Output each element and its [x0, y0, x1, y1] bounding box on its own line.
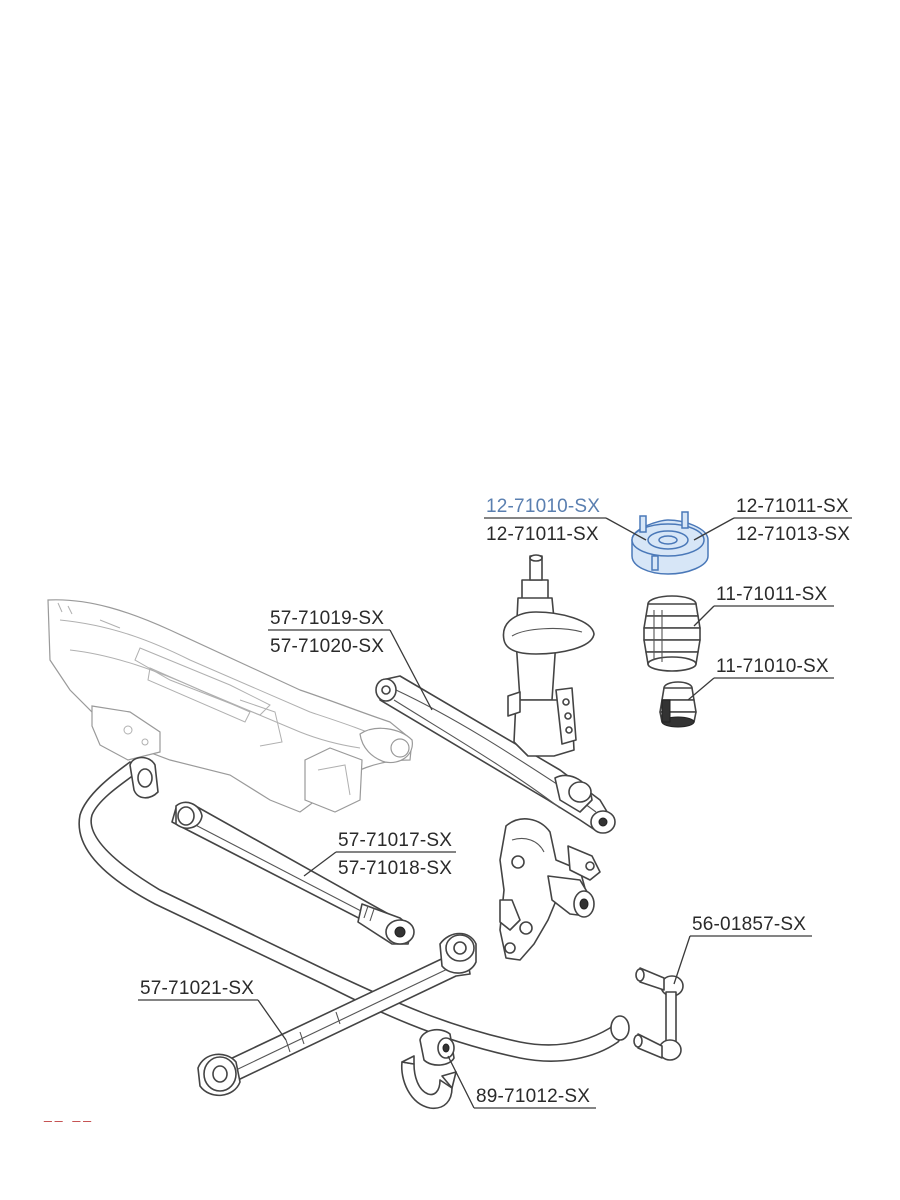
label-dust-boot: 11-71011-SX	[716, 584, 827, 605]
label-trailing-link: 57-71021-SX	[140, 978, 254, 999]
label-upper-arm-bottom: 57-71020-SX	[270, 636, 384, 657]
bump-stop	[659, 681, 697, 728]
stabilizer-bushing	[400, 1028, 457, 1110]
label-bump-stop: 11-71010-SX	[716, 656, 829, 677]
rear-knuckle	[499, 818, 601, 961]
part-labels: 12-71010-SX 12-71011-SX 12-71011-SX 12-7…	[140, 496, 850, 1107]
leader-lines	[138, 517, 852, 1109]
upper-arm	[375, 675, 616, 834]
label-stabilizer-bushing: 89-71012-SX	[476, 1086, 590, 1107]
dust-boot	[643, 595, 701, 672]
strut-mount	[631, 511, 709, 575]
label-strut-mount-right-bottom: 12-71013-SX	[736, 524, 850, 545]
label-strut-mount-right-top: 12-71011-SX	[736, 496, 849, 517]
label-upper-arm-top: 57-71019-SX	[270, 608, 384, 629]
label-stabilizer-link: 56-01857-SX	[692, 914, 806, 935]
shock-absorber	[502, 554, 595, 757]
stabilizer-link	[633, 967, 684, 1061]
lateral-link	[171, 801, 415, 945]
label-strut-mount-left-top: 12-71010-SX	[486, 496, 600, 517]
rear-crossmember	[47, 599, 413, 813]
label-lateral-link-bottom: 57-71018-SX	[338, 858, 452, 879]
footer-mark: __ __	[44, 1106, 95, 1122]
label-strut-mount-left-bottom: 12-71011-SX	[486, 524, 599, 545]
stabilizer-bar	[78, 756, 630, 1062]
trailing-link	[197, 932, 477, 1097]
label-lateral-link-top: 57-71017-SX	[338, 830, 452, 851]
